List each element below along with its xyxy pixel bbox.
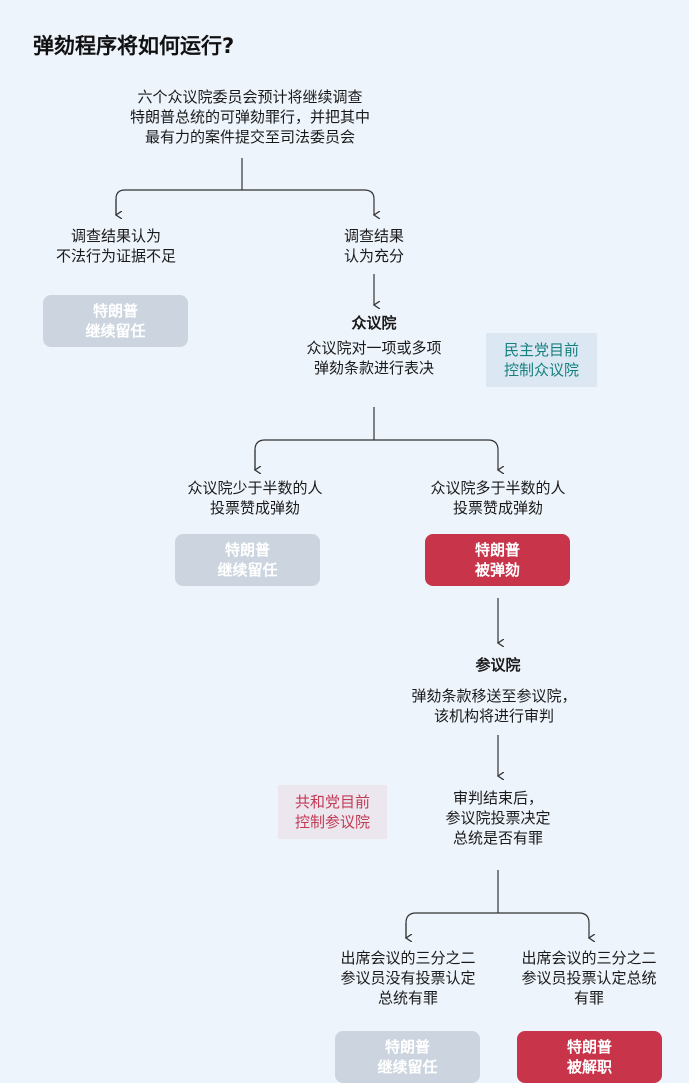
house-line-2: 弹劾条款进行表决	[313, 359, 435, 377]
trial-line-2: 参议院投票决定	[445, 809, 551, 827]
start-node-text: 六个众议院委员会预计将继续调查 特朗普总统的可弹劾罪行，并把其中 最有力的案件提…	[130, 87, 370, 147]
senate-line-2: 该机构将进行审判	[433, 707, 555, 725]
rep-control-note: 共和党目前 控制参议院	[278, 785, 387, 839]
start-line-3: 最有力的案件提交至司法委员会	[144, 128, 356, 146]
trial-line-1: 审判结束后，	[452, 789, 544, 807]
majority-line-2: 投票赞成弹劾	[452, 499, 544, 517]
outcome-line-1: 特朗普	[384, 1038, 430, 1056]
start-line-1: 六个众议院委员会预计将继续调查	[137, 88, 363, 106]
outcome-line-1: 特朗普	[92, 302, 138, 320]
acquit-line-1: 出席会议的三分之二	[340, 949, 476, 967]
house-line-1: 众议院对一项或多项	[306, 339, 442, 357]
sufficient-line-2: 认为充分	[343, 247, 405, 265]
outcome-line-2: 继续留任	[377, 1058, 438, 1076]
insufficient-evidence-text: 调查结果认为 不法行为证据不足	[56, 226, 176, 266]
sufficient-evidence-text: 调查结果 认为充分	[344, 226, 404, 266]
insufficient-line-2: 不法行为证据不足	[55, 247, 177, 265]
convict-line-1: 出席会议的三分之二	[521, 949, 657, 967]
acquit-line-3: 总统有罪	[377, 989, 439, 1007]
connector-branch1	[115, 189, 374, 215]
house-vote-text: 众议院对一项或多项 弹劾条款进行表决	[306, 338, 441, 378]
outcome-line-1: 特朗普	[474, 541, 520, 559]
house-minority-text: 众议院少于半数的人 投票赞成弹劾	[187, 478, 322, 518]
senate-convict-text: 出席会议的三分之二 参议员投票认定总统 有罪	[521, 948, 656, 1008]
majority-line-1: 众议院多于半数的人	[430, 479, 566, 497]
page-title: 弹劾程序将如何运行?	[33, 34, 235, 58]
outcome-trump-stays-3: 特朗普 继续留任	[335, 1031, 480, 1083]
outcome-trump-stays-2: 特朗普 继续留任	[175, 534, 320, 586]
outcome-line-2: 被解职	[566, 1058, 612, 1076]
outcome-line-2: 继续留任	[85, 322, 146, 340]
house-heading: 众议院	[351, 314, 397, 332]
trial-line-3: 总统是否有罪	[452, 829, 544, 847]
outcome-trump-removed: 特朗普 被解职	[517, 1031, 662, 1083]
minority-line-1: 众议院少于半数的人	[187, 479, 323, 497]
minority-line-2: 投票赞成弹劾	[209, 499, 301, 517]
convict-line-3: 有罪	[573, 989, 605, 1007]
outcome-line-1: 特朗普	[224, 541, 270, 559]
house-majority-text: 众议院多于半数的人 投票赞成弹劾	[430, 478, 565, 518]
senate-acquit-text: 出席会议的三分之二 参议员没有投票认定 总统有罪	[340, 948, 475, 1008]
insufficient-line-1: 调查结果认为	[70, 227, 162, 245]
rep-note-line-2: 控制参议院	[294, 813, 370, 831]
outcome-trump-impeached: 特朗普 被弹劾	[425, 534, 570, 586]
outcome-line-1: 特朗普	[566, 1038, 612, 1056]
convict-line-2: 参议员投票认定总统	[521, 969, 657, 987]
senate-line-1: 弹劾条款移送至参议院，	[411, 687, 577, 705]
dem-control-note: 民主党目前 控制众议院	[486, 333, 597, 387]
dem-note-line-2: 控制众议院	[503, 361, 579, 379]
connector-branch2	[254, 439, 498, 470]
outcome-line-2: 被弹劾	[474, 561, 520, 579]
start-line-2: 特朗普总统的可弹劾罪行，并把其中	[129, 108, 371, 126]
senate-heading: 参议院	[475, 656, 521, 674]
outcome-line-2: 继续留任	[217, 561, 278, 579]
sufficient-line-1: 调查结果	[343, 227, 405, 245]
connector-branch3	[405, 912, 589, 938]
senate-transfer-text: 弹劾条款移送至参议院， 该机构将进行审判	[411, 686, 576, 726]
senate-trial-text: 审判结束后， 参议院投票决定 总统是否有罪	[445, 788, 550, 848]
rep-note-line-1: 共和党目前	[294, 793, 370, 811]
dem-note-line-1: 民主党目前	[503, 341, 579, 359]
acquit-line-2: 参议员没有投票认定	[340, 969, 476, 987]
outcome-trump-stays-1: 特朗普 继续留任	[43, 295, 188, 347]
